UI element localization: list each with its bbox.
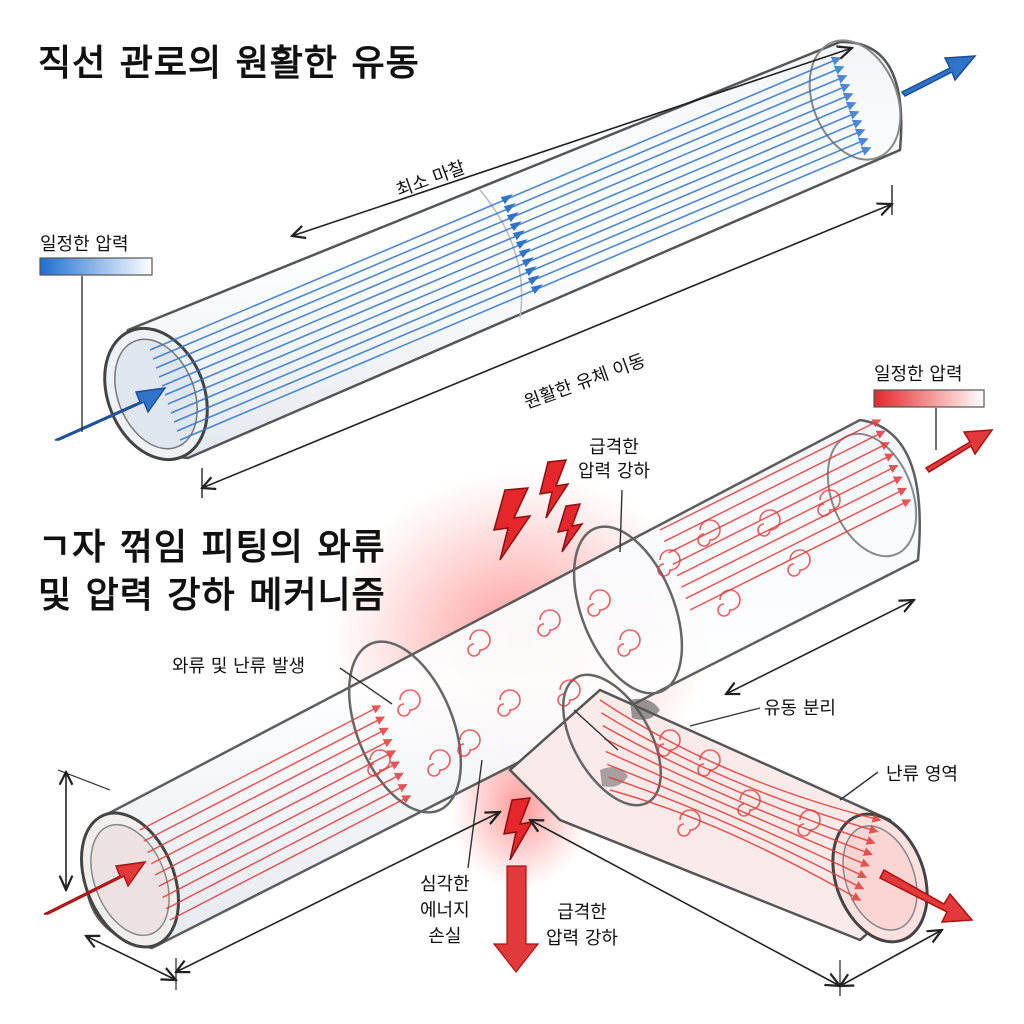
outlet-arrow-blue <box>902 56 975 96</box>
label-sudden-drop-bottom-line1: 급격한 <box>546 900 618 926</box>
streamline <box>171 121 861 413</box>
label-energy-loss-line3: 손실 <box>420 924 470 950</box>
streamline <box>162 94 852 386</box>
straight-pipe <box>86 27 917 475</box>
streamline <box>165 103 855 395</box>
bottom-title-line2: 및 압력 강하 메커니즘 <box>38 572 386 620</box>
streamline <box>159 85 849 377</box>
bottom-title: ㄱ자 꺾임 피팅의 와류 및 압력 강하 메커니즘 <box>38 524 386 620</box>
label-sudden-drop-top-line2: 압력 강하 <box>578 460 650 484</box>
label-const-pressure-blue: 일정한 압력 <box>40 230 129 256</box>
label-flow-separation: 유동 분리 <box>764 694 836 720</box>
streamline <box>156 76 846 368</box>
top-title: 직선 관로의 원활한 유동 <box>38 34 420 86</box>
label-sudden-drop-bottom: 급격한 압력 강하 <box>546 900 618 952</box>
label-energy-loss: 심각한 에너지 손실 <box>420 872 470 950</box>
label-energy-loss-line2: 에너지 <box>420 898 470 924</box>
label-vortex-turbulence: 와류 및 난류 발생 <box>172 652 305 678</box>
bottom-title-line1: ㄱ자 꺾임 피팅의 와류 <box>38 524 386 572</box>
pressure-bar-blue <box>40 258 152 275</box>
label-sudden-drop-top-line1: 급격한 <box>578 436 650 460</box>
label-sudden-drop-top: 급격한 압력 강하 <box>578 436 650 484</box>
label-turbulent-zone: 난류 영역 <box>886 760 958 786</box>
label-sudden-drop-bottom-line2: 압력 강하 <box>546 926 618 952</box>
pressure-bar-red <box>874 390 984 407</box>
label-const-pressure-red: 일정한 압력 <box>874 360 963 386</box>
label-energy-loss-line1: 심각한 <box>420 872 470 898</box>
